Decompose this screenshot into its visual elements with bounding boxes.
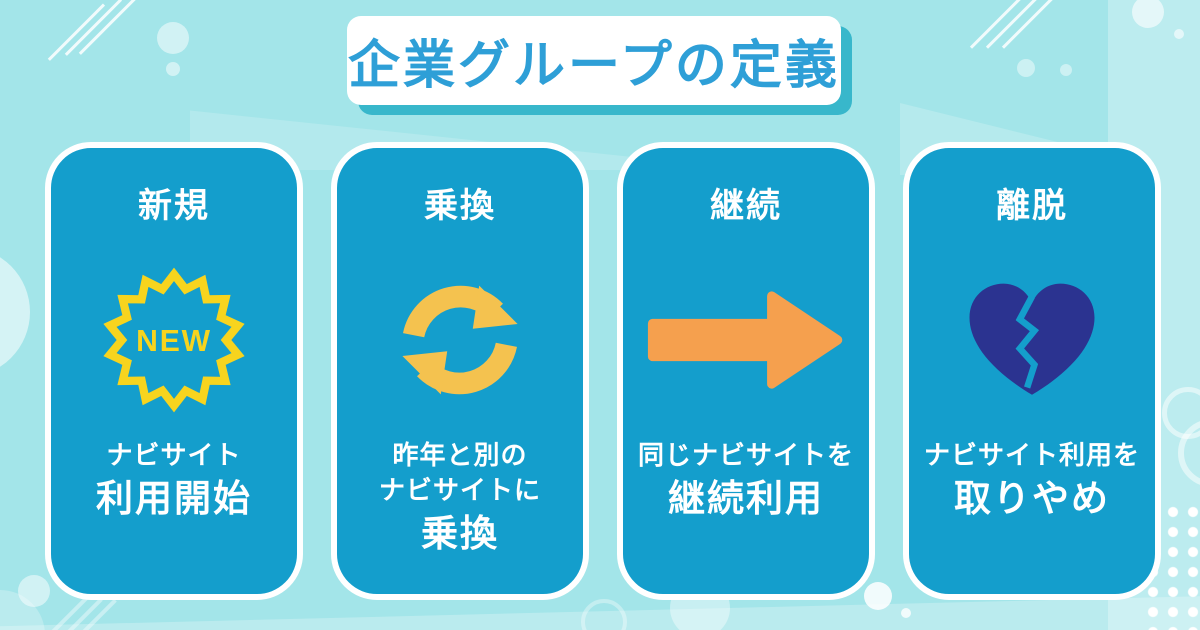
bubble-circle bbox=[157, 22, 189, 54]
card-leave: 離脱 ナビサイト利用を 取りやめ bbox=[903, 142, 1161, 600]
arrow-right-icon bbox=[623, 260, 869, 420]
diagonal-line bbox=[78, 0, 136, 55]
description-bold: 継続利用 bbox=[668, 478, 824, 519]
diagonal-line bbox=[47, 3, 105, 61]
card-new-description: ナビサイト 利用開始 bbox=[51, 438, 297, 525]
bubble-circle bbox=[1132, 0, 1164, 28]
diagonal-line bbox=[969, 0, 1023, 49]
card-switch-header: 乗換 bbox=[424, 187, 496, 225]
card-leave-description: ナビサイト利用を 取りやめ bbox=[909, 438, 1155, 525]
description-line: ナビサイト bbox=[106, 440, 242, 470]
bubble-circle bbox=[901, 608, 911, 618]
description-line: 昨年と別の bbox=[392, 440, 528, 470]
description-line: ナビサイト利用を bbox=[923, 440, 1140, 470]
refresh-icon bbox=[337, 260, 583, 420]
card-leave-header: 離脱 bbox=[996, 187, 1068, 225]
ring-circle bbox=[581, 599, 627, 630]
card-new-header: 新規 bbox=[138, 187, 210, 225]
card-switch: 乗換 昨年と別の ナビサイトに 乗換 bbox=[331, 142, 589, 600]
card-continue-description: 同じナビサイトを 継続利用 bbox=[623, 438, 869, 525]
card-switch-description: 昨年と別の ナビサイトに 乗換 bbox=[337, 438, 583, 560]
description-line: 同じナビサイトを bbox=[637, 440, 854, 470]
description-line: ナビサイトに bbox=[378, 475, 541, 505]
description-bold: 乗換 bbox=[421, 513, 499, 554]
card-new: 新規 NEW ナビサイト 利用開始 bbox=[45, 142, 303, 600]
diagonal-line bbox=[64, 0, 122, 56]
bubble-circle bbox=[1174, 29, 1184, 39]
page-title: 企業グループの定義 bbox=[348, 37, 840, 95]
bubble-circle bbox=[1060, 64, 1072, 76]
card-continue-header: 継続 bbox=[710, 187, 782, 225]
new-badge-label: NEW bbox=[136, 325, 212, 358]
new-badge-icon: NEW bbox=[51, 260, 297, 420]
description-bold: 利用開始 bbox=[96, 478, 252, 519]
bubble-circle bbox=[0, 247, 30, 377]
bubble-circle bbox=[166, 62, 180, 76]
title-banner: 企業グループの定義 bbox=[347, 16, 841, 105]
bubble-circle bbox=[864, 582, 892, 610]
bubble-circle bbox=[1017, 59, 1035, 77]
broken-heart-icon bbox=[909, 260, 1155, 420]
card-continue: 継続 同じナビサイトを 継続利用 bbox=[617, 142, 875, 600]
bubble-circle bbox=[18, 575, 50, 607]
description-bold: 取りやめ bbox=[954, 478, 1110, 519]
